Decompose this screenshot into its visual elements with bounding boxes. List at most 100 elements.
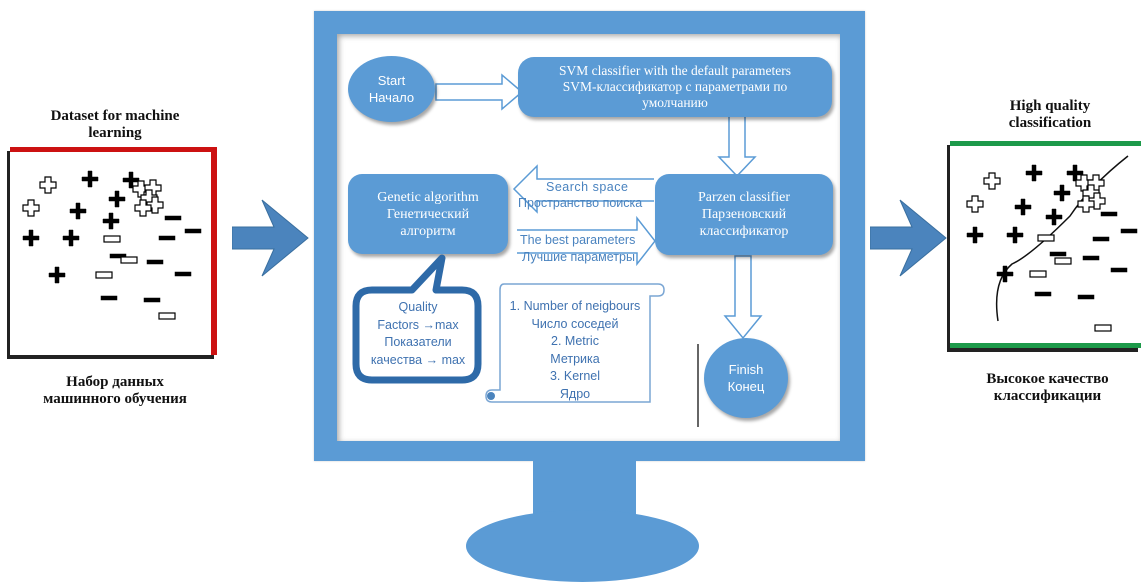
parameters-list: 1. Number of neigbours Число соседей 2. … [500,298,650,403]
param-line4: Метрика [550,351,600,366]
node-finish: Finish Конец [704,338,788,418]
dataset-title-ru: Набор данных машинного обучения [15,374,215,408]
plus-marks-hollow [966,172,1106,213]
solid-plus-mark [108,190,126,208]
param-line3: 2. Metric [551,334,599,348]
node-genetic-line2: Генетический [386,206,470,222]
label-search-space-ru: Пространство поиска [518,196,643,210]
label-best-en: The best parameters [520,233,636,247]
hollow-minus-mark [95,271,113,279]
node-start-en: Start [377,73,406,88]
solid-minus-mark [184,228,202,234]
quality-callout-text: Quality Factors →max Показатели качества… [358,299,478,369]
arrow-start-to-svm [435,73,524,111]
node-svm-line1: SVM classifier with the default paramete… [558,63,792,78]
hollow-plus-mark [39,176,57,194]
solid-minus-mark [143,297,161,303]
result-title-en-line1: High quality [1009,98,1091,114]
node-parzen-line3: классификатор [699,224,789,239]
solid-plus-mark [1025,164,1043,182]
hollow-minus-mark [1037,234,1055,242]
solid-plus-mark [102,212,120,230]
minus-marks-hollow [1029,234,1112,332]
solid-minus-mark [1034,291,1052,297]
param-line1: 1. Number of neigbours [509,299,641,313]
callout-line3: Показатели [384,335,452,349]
solid-minus-mark [164,215,182,221]
result-title-ru-line1: Высокое качество [986,371,1109,387]
hollow-plus-mark [1077,195,1095,213]
solid-plus-mark [1053,184,1071,202]
node-start: Start Начало [348,56,435,122]
node-parzen-line2: Парзеновский [701,207,787,222]
arrow-svm-to-parzen [717,115,757,178]
node-start-ru: Начало [368,90,415,105]
minus-marks-hollow [95,235,176,320]
solid-minus-mark [1092,236,1110,242]
solid-plus-mark [966,226,984,244]
node-finish-ru: Конец [727,379,765,394]
solid-plus-mark [1006,226,1024,244]
dataset-title-en-line1: Dataset for machine [50,108,180,124]
hollow-plus-mark [146,196,164,214]
plus-marks-hollow [22,176,164,217]
solid-plus-mark [1045,208,1063,226]
solid-minus-mark [1077,294,1095,300]
result-scatter-panel [950,141,1141,348]
param-line6: Ядро [559,386,591,401]
node-genetic: Genetic algorithm Генетический алгоритм [348,174,508,254]
result-scatter-plot [966,155,1138,332]
solid-minus-mark [1082,255,1100,261]
solid-plus-mark [69,202,87,220]
solid-minus-mark [174,271,192,277]
solid-minus-mark [109,253,127,259]
arrow-parzen-to-finish [723,255,763,340]
solid-plus-mark [22,229,40,247]
node-svm: SVM classifier with the default paramete… [518,57,832,117]
solid-plus-mark [1014,198,1032,216]
dataset-scatter-plot [22,170,202,320]
result-title-ru-line2: классификации [993,388,1102,404]
node-svm-line3: умолчанию [642,95,708,110]
label-best-ru: Лучшие параметры [522,250,635,264]
param-line5: 3. Kernel [549,369,601,383]
hollow-minus-mark [120,256,138,264]
solid-plus-mark [81,170,99,188]
solid-minus-mark [158,235,176,241]
hollow-plus-mark [134,199,152,217]
hollow-plus-mark [22,199,40,217]
param-line2: Число соседей [531,316,619,331]
flow-arrows [435,73,763,427]
result-title-en: High quality classification [955,98,1141,132]
minus-marks-solid [1034,211,1138,300]
node-genetic-line3: алгоритм [400,223,456,239]
callout-line1: Quality [398,300,438,314]
callout-line2: Factors →max [377,317,459,332]
solid-minus-mark [100,295,118,301]
node-parzen: Parzen classifier Парзеновский классифик… [655,174,833,255]
plus-marks-solid [22,170,140,284]
solid-plus-mark [62,229,80,247]
dataset-title-ru-line2: машинного обучения [43,391,187,407]
solid-plus-mark [996,265,1014,283]
solid-minus-mark [1110,267,1128,273]
node-parzen-line1: Parzen classifier [697,190,791,205]
result-title-en-line2: classification [1008,115,1092,131]
output-arrow-icon [870,199,947,277]
dataset-title-en-line2: learning [88,125,142,141]
solid-minus-mark [1049,251,1067,257]
input-arrow-icon [232,199,309,277]
dataset-title-en: Dataset for machine learning [15,108,215,142]
minus-marks-solid [100,215,202,303]
hollow-plus-mark [966,195,984,213]
quality-callout-bubble [352,254,482,384]
solid-plus-mark [48,266,66,284]
hollow-minus-mark [158,312,176,320]
monitor-base [466,510,699,582]
hollow-minus-mark [1029,270,1047,278]
solid-minus-mark [1100,211,1118,217]
hollow-minus-mark [1094,324,1112,332]
arrow-search-space [512,164,654,214]
hollow-plus-mark [983,172,1001,190]
solid-minus-mark [146,259,164,265]
